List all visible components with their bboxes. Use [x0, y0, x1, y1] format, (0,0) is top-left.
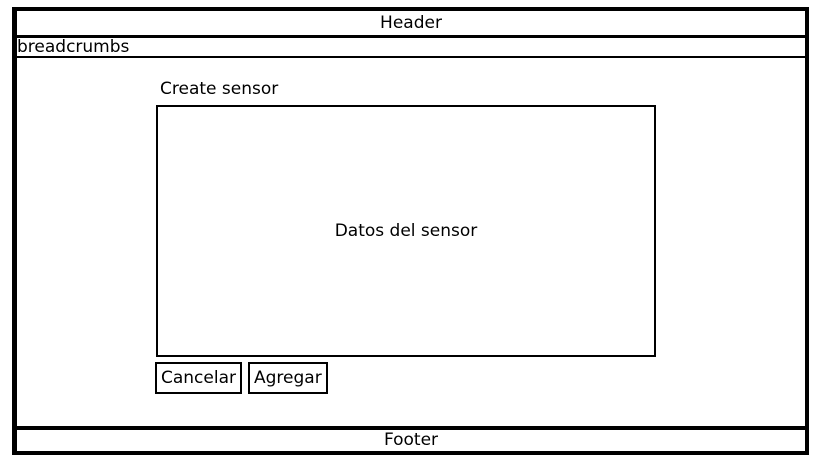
footer-text: Footer — [383, 430, 439, 450]
main-content: Create sensor Datos del sensor Cancelar … — [17, 58, 805, 425]
page-title: Create sensor — [160, 79, 279, 99]
breadcrumb[interactable]: breadcrumbs — [17, 38, 805, 58]
add-button[interactable]: Agregar — [248, 362, 328, 394]
breadcrumb-label[interactable]: breadcrumbs — [17, 37, 130, 57]
sensor-data-panel: Datos del sensor — [156, 105, 656, 357]
sensor-data-label: Datos del sensor — [334, 221, 478, 241]
app-frame: Header breadcrumbs Create sensor Datos d… — [12, 7, 809, 455]
header-title: Header — [380, 13, 442, 33]
cancel-button[interactable]: Cancelar — [155, 362, 242, 394]
footer: Footer — [17, 426, 805, 451]
header: Header — [17, 11, 805, 38]
form-actions: Cancelar Agregar — [155, 362, 328, 394]
